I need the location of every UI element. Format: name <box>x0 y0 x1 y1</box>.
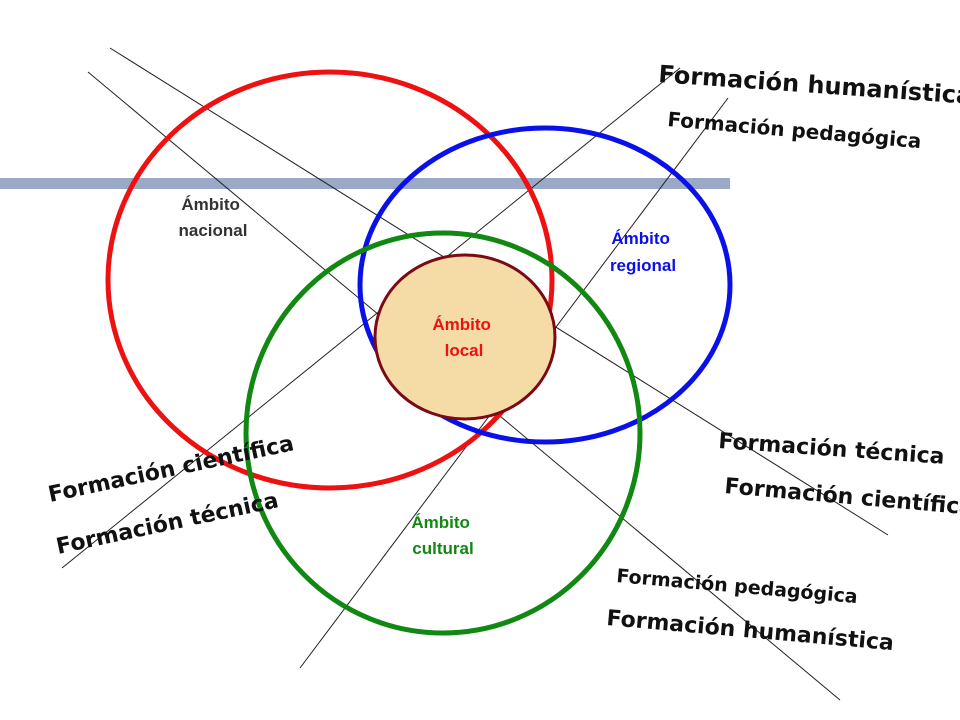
formacion-humanistica-label: Formación humanística <box>658 60 960 110</box>
circle-ambito-cultural <box>243 230 643 636</box>
formacion-pedagogica-label: Formación pedagógica <box>616 565 859 608</box>
diagonal-line <box>61 67 681 569</box>
formacion-group-mid-right-2: Formación científica <box>723 474 960 521</box>
label-ambito-regional: Ámbito regional <box>610 229 676 275</box>
circle-ambito-nacional <box>105 69 555 491</box>
label-ambito-local: Ámbito local <box>432 315 495 360</box>
formacion-group-top-right: Formación humanística <box>658 60 960 110</box>
formacion-group-bottom-right-2: Formación humanística <box>605 606 894 656</box>
formacion-humanistica-label: Formación humanística <box>605 606 894 656</box>
label-ambito-cultural: Ámbito cultural <box>411 513 474 558</box>
circle-ambito-local <box>373 253 557 421</box>
circle-ambito-regional <box>357 125 733 445</box>
formacion-group-bottom-right: Formación pedagógica <box>616 565 859 608</box>
formacion-tecnica-label: Formación técnica <box>718 429 946 470</box>
label-ambito-nacional: Ámbito nacional <box>179 195 248 240</box>
formacion-group-top-right-2: Formación pedagógica <box>667 107 923 153</box>
formacion-group-mid-right: Formación técnica <box>718 429 946 470</box>
formacion-cientifica-label: Formación científica <box>723 474 960 521</box>
formacion-pedagogica-label: Formación pedagógica <box>667 107 923 153</box>
decorative-bar <box>0 178 730 189</box>
